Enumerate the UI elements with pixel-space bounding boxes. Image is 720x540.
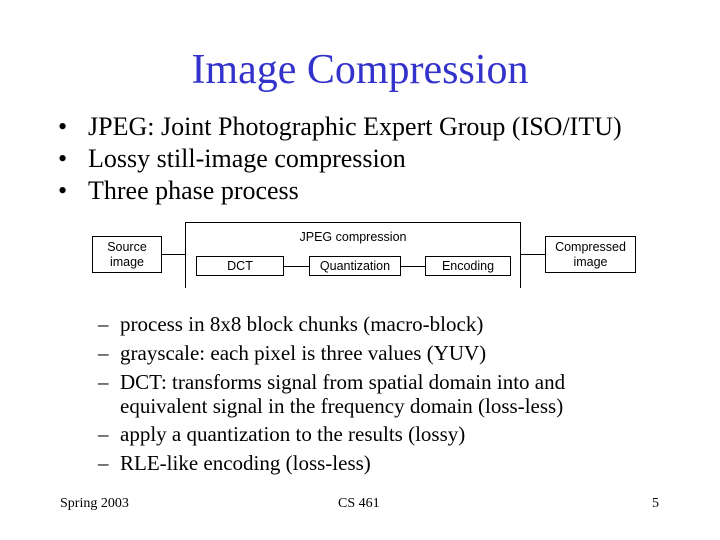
page-number: 5 <box>652 496 659 511</box>
arrow-line <box>284 266 309 267</box>
bullet-text: Lossy still-image compression <box>88 144 406 173</box>
connector-line <box>521 254 545 255</box>
footer-course: CS 461 <box>338 496 380 511</box>
sub-text: apply a quantization to the results (los… <box>120 422 466 446</box>
bullet-dot: • <box>58 144 68 173</box>
dash: – <box>98 422 109 446</box>
bullet-item: • Lossy still-image compression <box>58 144 406 174</box>
dash: – <box>98 341 109 365</box>
sub-text: process in 8x8 block chunks (macro-block… <box>120 312 484 336</box>
dct-box: DCT <box>196 256 284 276</box>
jpeg-compression-label: JPEG compression <box>299 230 407 244</box>
bullet-dot: • <box>58 176 68 205</box>
connector-line <box>162 254 186 255</box>
slide-title: Image Compression <box>191 47 529 93</box>
sub-text: grayscale: each pixel is three values (Y… <box>120 341 487 365</box>
sub-text: RLE-like encoding (loss-less) <box>120 451 371 475</box>
bullet-text: Three phase process <box>88 176 299 205</box>
bullet-item: • Three phase process <box>58 176 299 206</box>
sub-bullet: –grayscale: each pixel is three values (… <box>98 341 486 365</box>
compressed-image-box: Compressed image <box>545 236 636 273</box>
sub-bullet: –process in 8x8 block chunks (macro-bloc… <box>98 312 483 336</box>
arrow-line <box>401 266 425 267</box>
sub-text: DCT: transforms signal from spatial doma… <box>120 370 566 394</box>
sub-bullet: –apply a quantization to the results (lo… <box>98 422 465 446</box>
footer-date: Spring 2003 <box>60 496 129 511</box>
dash: – <box>98 370 109 394</box>
dash: – <box>98 451 109 475</box>
encoding-box: Encoding <box>425 256 511 276</box>
quantization-box: Quantization <box>309 256 401 276</box>
sub-text-continued: equivalent signal in the frequency domai… <box>120 394 564 418</box>
bullet-text: JPEG: Joint Photographic Expert Group (I… <box>88 112 622 141</box>
jpeg-compression-box: JPEG compression <box>185 222 521 288</box>
source-image-box: Source image <box>92 236 162 273</box>
bullet-item: • JPEG: Joint Photographic Expert Group (… <box>58 112 622 142</box>
bullet-dot: • <box>58 112 68 141</box>
sub-bullet: –DCT: transforms signal from spatial dom… <box>98 370 565 418</box>
sub-bullet: –RLE-like encoding (loss-less) <box>98 451 371 475</box>
dash: – <box>98 312 109 336</box>
